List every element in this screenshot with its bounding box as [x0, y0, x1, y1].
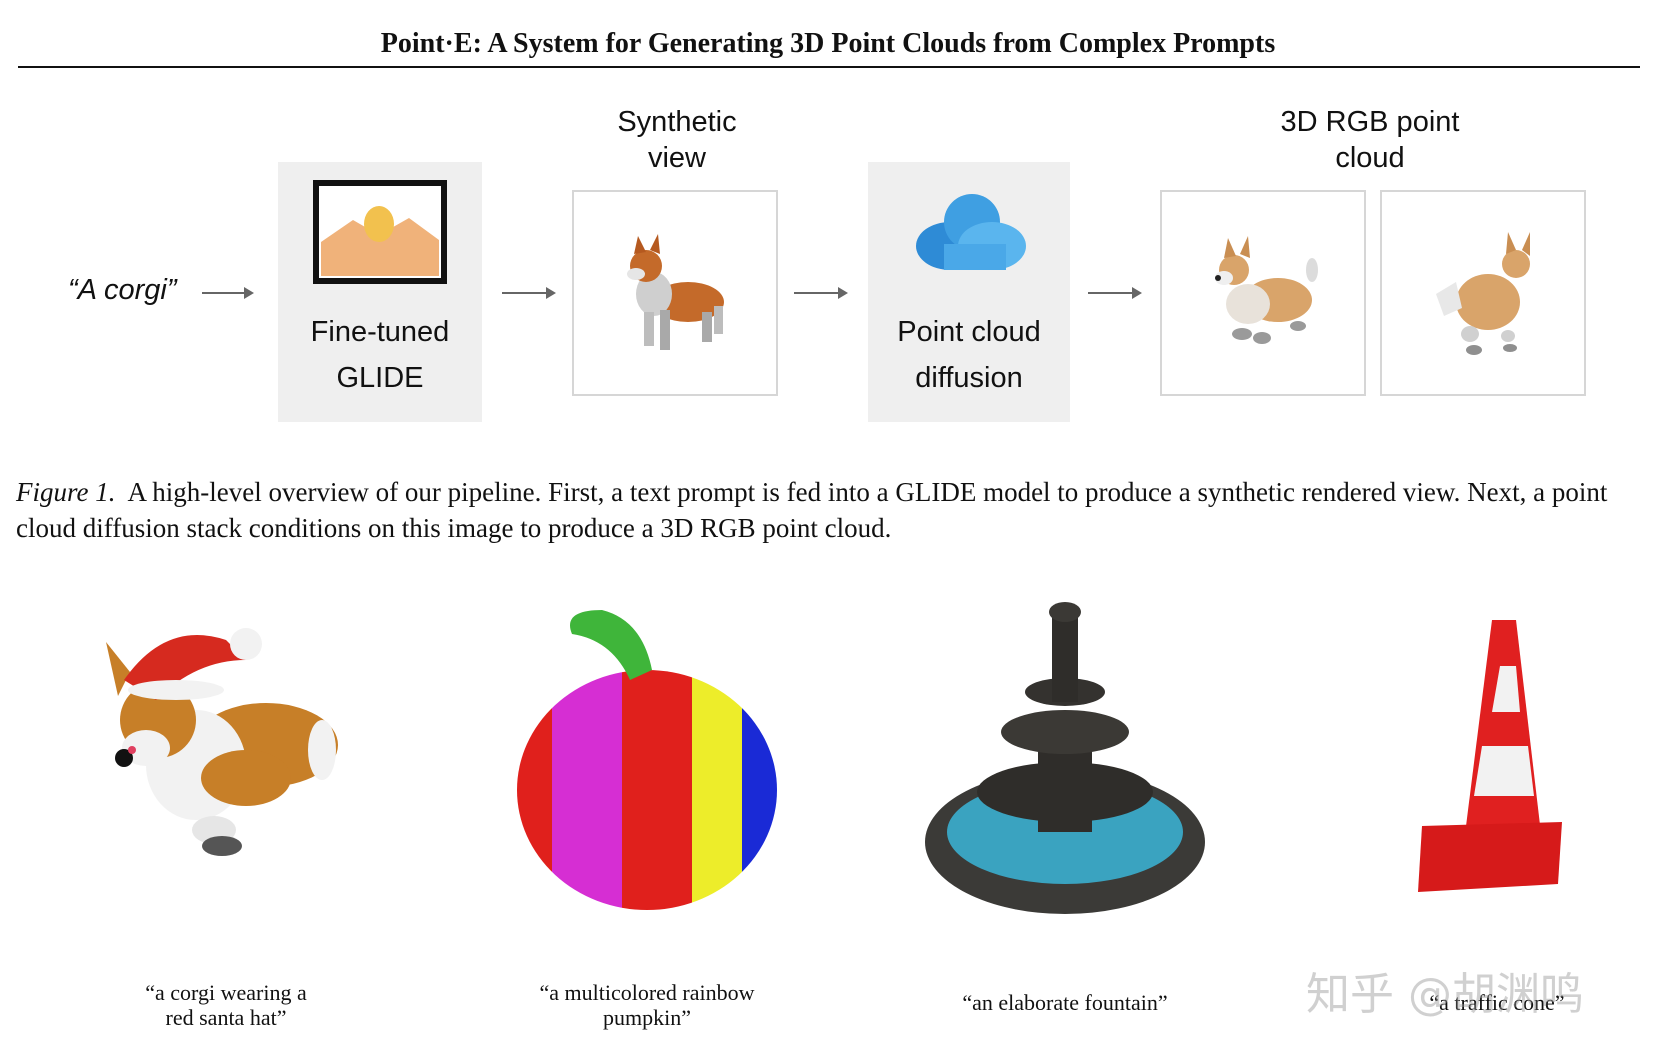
watermark-text: 知乎 @胡渊鸣 [1306, 969, 1584, 1020]
point-cloud-frame-2 [1380, 190, 1586, 396]
image-icon [313, 180, 447, 284]
glide-label-2: GLIDE [336, 362, 424, 394]
corgi-point-cloud-image [1215, 236, 1318, 344]
glide-label-1: Fine-tuned [310, 316, 450, 348]
glide-stage-box: Fine-tuned GLIDE [278, 162, 482, 422]
santa-corgi-image [106, 628, 338, 856]
arrow-1 [202, 287, 254, 299]
arrow-4 [1088, 287, 1142, 299]
sample-caption-2-line1: “a multicolored rainbow [539, 980, 755, 1005]
title-rule [18, 66, 1640, 68]
paper-title: Point·E: A System for Generating 3D Poin… [380, 28, 1276, 59]
synthetic-view-frame [572, 190, 778, 396]
sample-caption-1-line1: “a corgi wearing a [145, 980, 307, 1005]
fountain-image [925, 602, 1205, 914]
arrow-2 [502, 287, 556, 299]
diffusion-label-1: Point cloud [897, 316, 1041, 348]
diffusion-label-2: diffusion [915, 362, 1023, 394]
sample-caption-4-line1: “a traffic cone” [1429, 990, 1565, 1015]
arrow-3 [794, 287, 848, 299]
figure-caption-label: Figure 1. [16, 477, 116, 507]
traffic-cone-image [1418, 620, 1562, 892]
figure-caption: Figure 1. A high-level overview of our p… [16, 474, 1646, 546]
point-cloud-frame-1 [1160, 190, 1366, 396]
sample-caption-1-line2: red santa hat” [165, 1005, 287, 1030]
rgb-label-1: 3D RGB point [1280, 106, 1460, 138]
synthetic-view-label-1: Synthetic [617, 106, 737, 138]
rgb-label-2: cloud [1335, 142, 1405, 174]
sample-caption-2-line2: pumpkin” [603, 1005, 691, 1030]
prompt-text: “A corgi” [68, 274, 177, 306]
sample-caption-3-line1: “an elaborate fountain” [962, 990, 1168, 1015]
corgi-render-image [627, 234, 724, 350]
corgi-point-cloud-back-image [1436, 232, 1530, 355]
rainbow-pumpkin-image [517, 610, 777, 910]
diffusion-stage-box: Point cloud diffusion [868, 162, 1070, 422]
synthetic-view-label-2: view [647, 142, 706, 174]
cloud-icon [916, 194, 1026, 270]
figure-caption-text: A high-level overview of our pipeline. F… [16, 477, 1608, 543]
